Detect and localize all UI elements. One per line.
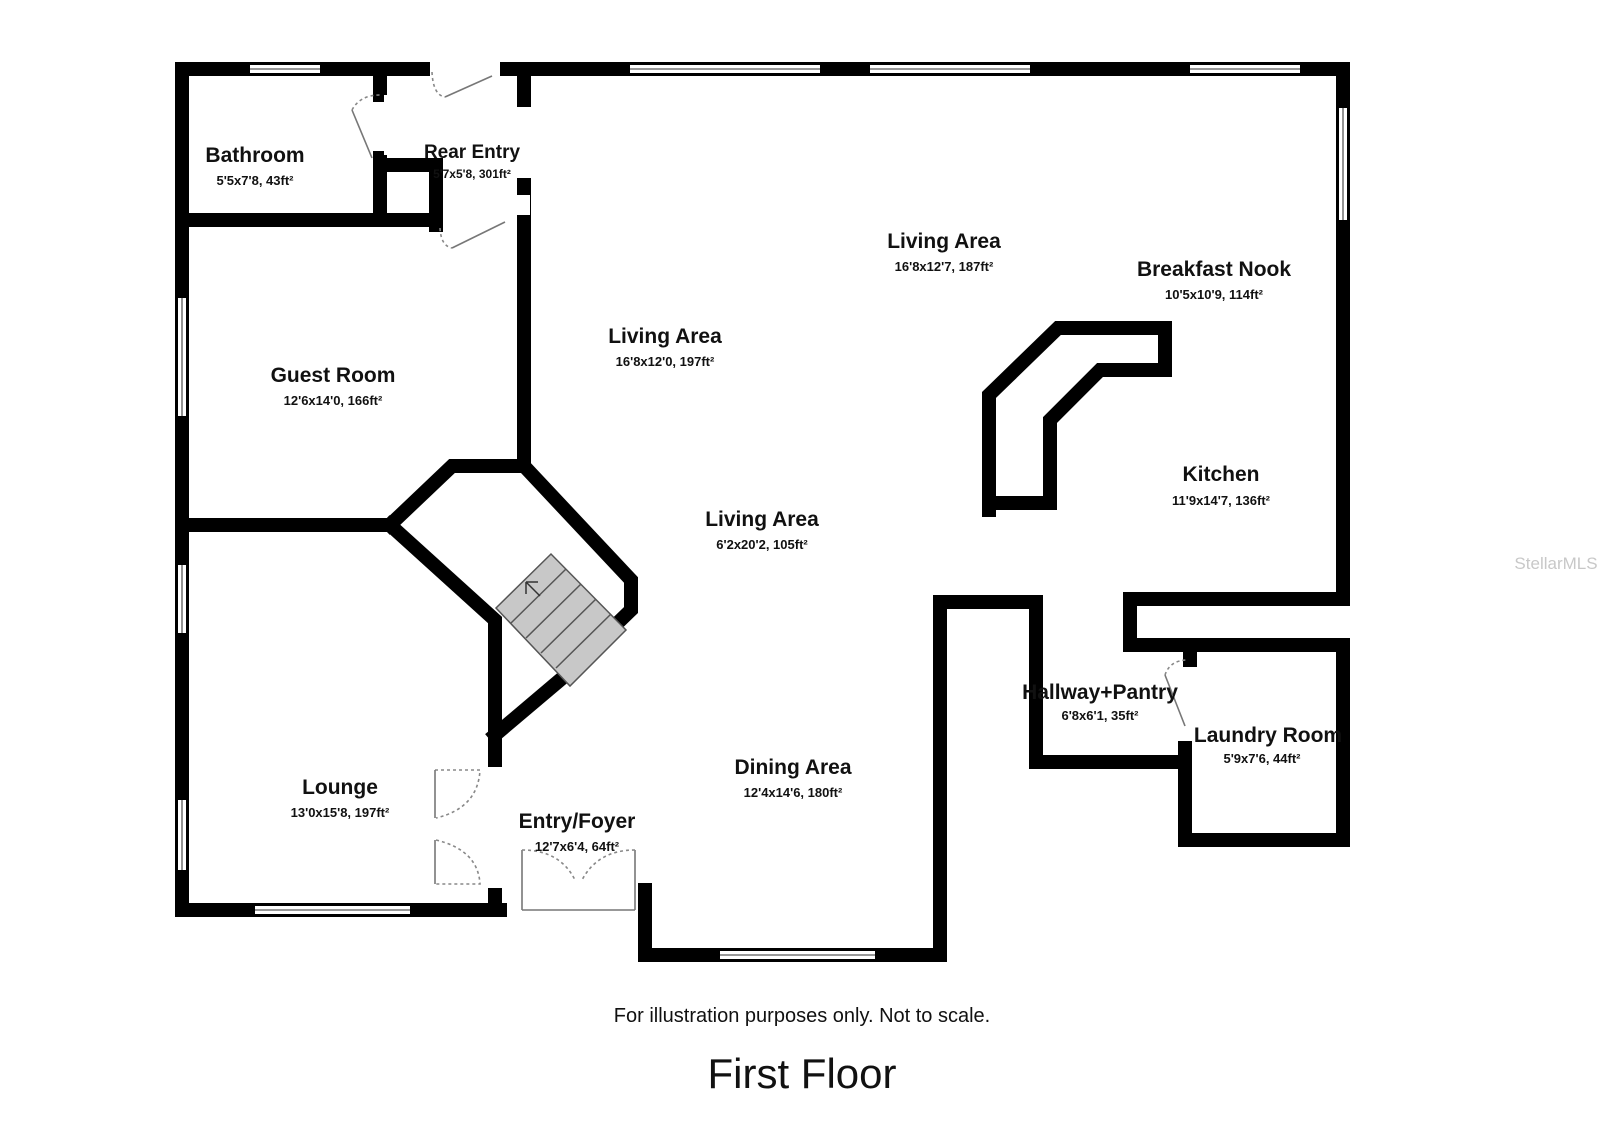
front-door-leaf <box>521 850 636 911</box>
kitchen-island <box>982 321 1172 517</box>
room-dims-kitchen: 11'9x14'7, 136ft² <box>1172 493 1271 508</box>
back-door-swing <box>431 71 446 98</box>
room-label-dining-area: Dining Area <box>734 756 851 779</box>
lounge-door-swing <box>435 769 481 885</box>
guest-door-gap <box>508 195 530 215</box>
disclaimer: For illustration purposes only. Not to s… <box>614 1005 990 1027</box>
laundry-door-leaf <box>1164 674 1186 727</box>
room-dims-hallway-pantry: 6'8x6'1, 35ft² <box>1061 708 1139 723</box>
room-label-living-area-center: Living Area <box>705 508 819 531</box>
foyer-wall-right <box>638 592 1350 962</box>
room-dims-dining-area: 12'4x14'6, 180ft² <box>744 785 843 800</box>
room-dims-guest-room: 12'6x14'0, 166ft² <box>284 393 383 408</box>
room-label-laundry-room: Laundry Room <box>1194 724 1342 747</box>
staircase <box>494 552 628 688</box>
right-exterior-wall <box>1123 62 1350 606</box>
stairs <box>494 552 628 688</box>
room-dims-laundry-room: 5'9x7'6, 44ft² <box>1223 751 1301 766</box>
guest-door-leaf <box>451 221 506 249</box>
room-dims-lounge: 13'0x15'8, 197ft² <box>291 805 390 820</box>
room-label-kitchen: Kitchen <box>1182 463 1259 486</box>
arrow-up-icon <box>525 581 541 597</box>
window-frame-lines <box>181 68 1344 956</box>
rear-door-swing <box>351 94 381 111</box>
rear-door-gap <box>384 95 390 155</box>
room-dims-living-area-top: 16'8x12'7, 187ft² <box>895 259 994 274</box>
room-dims-breakfast-nook: 10'5x10'9, 114ft² <box>1165 287 1264 302</box>
front-door-swing <box>521 849 636 881</box>
stair-enclosure <box>380 459 638 650</box>
room-labels: Bathroom 5'5x7'8, 43ft² Rear Entry 5'7x5… <box>205 142 1342 854</box>
rear-door-leaf <box>351 109 373 159</box>
room-label-hallway-pantry: Hallway+Pantry <box>1022 681 1178 704</box>
room-label-living-area-mid: Living Area <box>608 325 722 348</box>
stair-treads <box>510 568 612 669</box>
room-label-living-area-top: Living Area <box>887 230 1001 253</box>
stair-enclosure-inner <box>380 515 502 767</box>
doors <box>351 62 1189 911</box>
watermark: StellarMLS <box>1514 554 1597 573</box>
back-door-leaf <box>444 75 493 98</box>
room-label-bathroom: Bathroom <box>205 144 304 167</box>
room-label-breakfast-nook: Breakfast Nook <box>1137 258 1291 281</box>
room-dims-living-area-center: 6'2x20'2, 105ft² <box>716 537 808 552</box>
room-label-guest-room: Guest Room <box>271 364 396 387</box>
room-dims-living-area-mid: 16'8x12'0, 197ft² <box>616 354 715 369</box>
guest-door-swing <box>439 227 453 249</box>
stair-enclosure-diag <box>485 670 570 745</box>
laundry-door-swing <box>1164 659 1189 676</box>
room-label-rear-entry: Rear Entry <box>424 142 521 163</box>
room-dims-bathroom: 5'5x7'8, 43ft² <box>216 173 294 188</box>
room-label-lounge: Lounge <box>302 776 378 799</box>
room-label-entry-foyer: Entry/Foyer <box>519 810 636 833</box>
back-door-gap <box>430 62 500 76</box>
room-dims-entry-foyer: 12'7x6'4, 64ft² <box>535 839 620 854</box>
windows <box>178 65 1347 959</box>
room-dims-rear-entry: 5'7x5'8, 301ft² <box>433 167 511 181</box>
floor-title: First Floor <box>708 1050 897 1097</box>
